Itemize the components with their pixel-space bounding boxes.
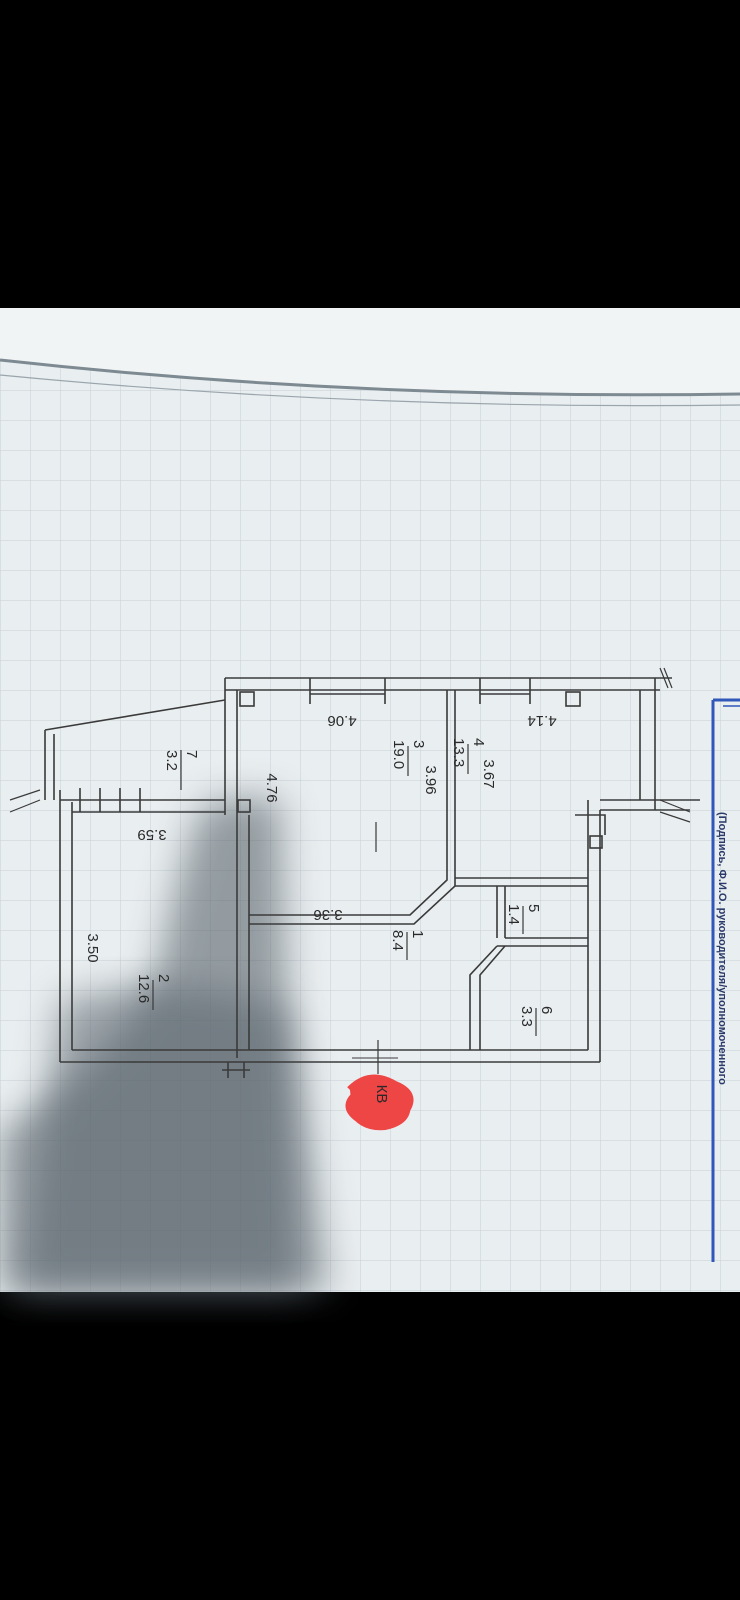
dimension-4-06: 4.06: [327, 712, 356, 729]
room-3-label: 3 19.0: [390, 740, 427, 769]
room-6-number: 6: [538, 1006, 555, 1014]
room-1-area: 8.4: [389, 930, 406, 951]
dimension-3-96: 3.96: [422, 765, 439, 794]
room-labels: 7 3.2 3 19.0 4 13.3 2 12.6 1 8.4 5 1.4 6…: [135, 738, 555, 1027]
room-2-label: 2 12.6: [135, 974, 172, 1003]
room-6-area: 3.3: [518, 1006, 535, 1027]
shadow-overlay: [0, 796, 330, 1292]
room-5-area: 1.4: [505, 904, 522, 925]
dimension-labels: 4.06 4.14 3.96 3.67 4.76 3.36 3.59 3.50 …: [84, 712, 557, 1103]
dimension-4-14: 4.14: [527, 712, 556, 729]
dimension-3-36: 3.36: [313, 906, 342, 923]
room-1-number: 1: [409, 930, 426, 938]
stamp-text: (Подпись, Ф.И.О. руководителя/уполномоче…: [716, 812, 728, 1085]
room-3-area: 19.0: [390, 740, 407, 769]
room-6-label: 6 3.3: [518, 1006, 555, 1027]
room-2-number: 2: [155, 974, 172, 982]
dimension-4-76: 4.76: [263, 773, 280, 802]
room-5-label: 5 1.4: [505, 904, 542, 925]
room-7-label: 7 3.2: [163, 750, 200, 771]
room-4-number: 4: [470, 738, 487, 746]
room-1-label: 1 8.4: [389, 930, 426, 951]
floor-plan-drawing: [9, 667, 700, 1078]
room-4-label: 4 13.3: [450, 738, 487, 767]
room-2-area: 12.6: [135, 974, 152, 1003]
stamp-mark: (Подпись, Ф.И.О. руководителя/уполномоче…: [711, 698, 740, 1262]
room-7-area: 3.2: [163, 750, 180, 771]
room-3-number: 3: [410, 740, 427, 748]
apartment-mark: КВ: [373, 1085, 390, 1104]
room-7-number: 7: [183, 750, 200, 758]
dimension-3-50: 3.50: [84, 933, 101, 962]
room-4-area: 13.3: [450, 738, 467, 767]
red-scribble: [345, 1074, 414, 1131]
room-5-number: 5: [525, 904, 542, 912]
dimension-3-67: 3.67: [480, 759, 497, 788]
dimension-3-59: 3.59: [137, 826, 166, 843]
